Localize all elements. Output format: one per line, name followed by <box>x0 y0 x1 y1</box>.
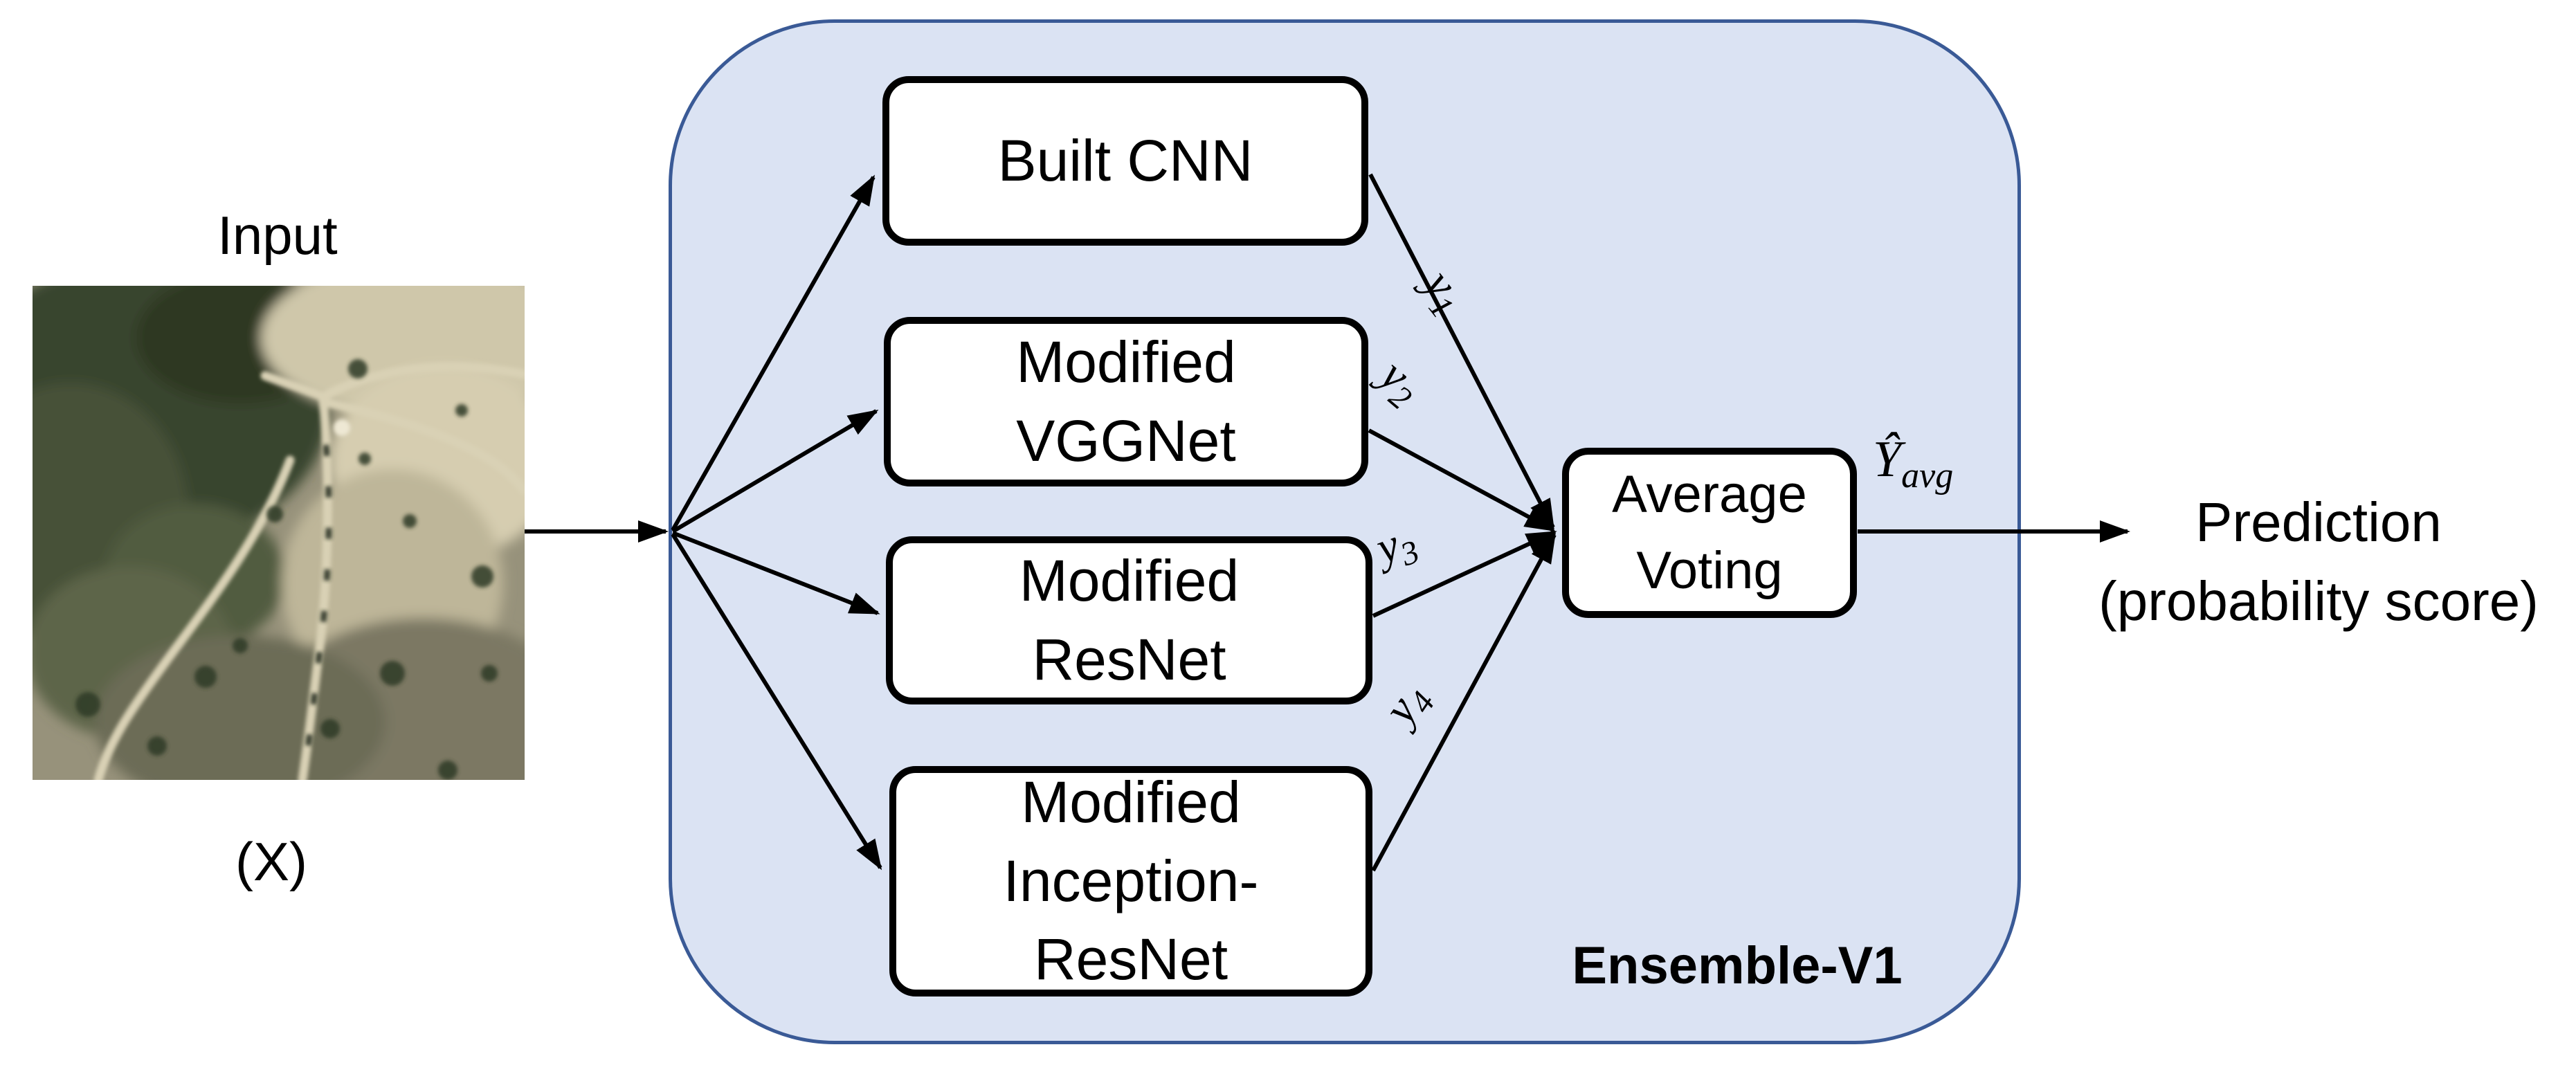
arrow-branch-to-resnet <box>671 531 880 615</box>
model-box-line: ResNet <box>1033 927 1228 992</box>
model-box-line: Modified <box>1021 770 1241 835</box>
model-box-line: Built CNN <box>997 127 1253 193</box>
input-aerial-photo <box>33 286 525 780</box>
input-caption: (X) <box>235 831 307 892</box>
prediction-line: Prediction <box>2195 491 2442 553</box>
arrow-branch-to-inception-resnet <box>671 533 882 871</box>
result-label-sub: avg <box>1901 455 1954 495</box>
prediction-text: Prediction (probability score) <box>2049 483 2576 641</box>
model-box-line: Modified <box>1016 329 1236 395</box>
model-box-modified-vggnet: Modified VGGNet <box>884 317 1368 486</box>
model-box-modified-resnet: Modified ResNet <box>886 536 1372 704</box>
model-box-line: ResNet <box>1032 626 1226 692</box>
model-box-line: Modified <box>1019 548 1240 614</box>
arrow-y3-to-voting <box>1372 530 1557 618</box>
average-voting-box: Average Voting <box>1562 448 1857 618</box>
voting-box-line: Voting <box>1636 541 1783 600</box>
arrow-branch-to-built-cnn <box>671 174 876 531</box>
model-box-built-cnn: Built CNN <box>882 76 1368 246</box>
voting-box-line: Average <box>1612 464 1807 524</box>
arrow-y2-to-voting <box>1368 428 1556 532</box>
model-box-modified-inception-resnet: Modified Inception- ResNet <box>889 766 1372 996</box>
result-label-base: Ŷ <box>1873 431 1902 488</box>
result-label-yhat-avg: Ŷavg <box>1873 430 1953 493</box>
prediction-line: (probability score) <box>2098 570 2539 632</box>
arrow-branch-to-vggnet <box>671 409 879 534</box>
arrow-y4-to-voting <box>1371 532 1557 872</box>
ensemble-caption: Ensemble-V1 <box>1572 936 1903 995</box>
arrow-y1-to-voting <box>1368 173 1555 530</box>
model-box-line: Inception- <box>1003 848 1259 913</box>
input-title: Input <box>217 205 338 266</box>
model-box-line: VGGNet <box>1016 408 1236 473</box>
